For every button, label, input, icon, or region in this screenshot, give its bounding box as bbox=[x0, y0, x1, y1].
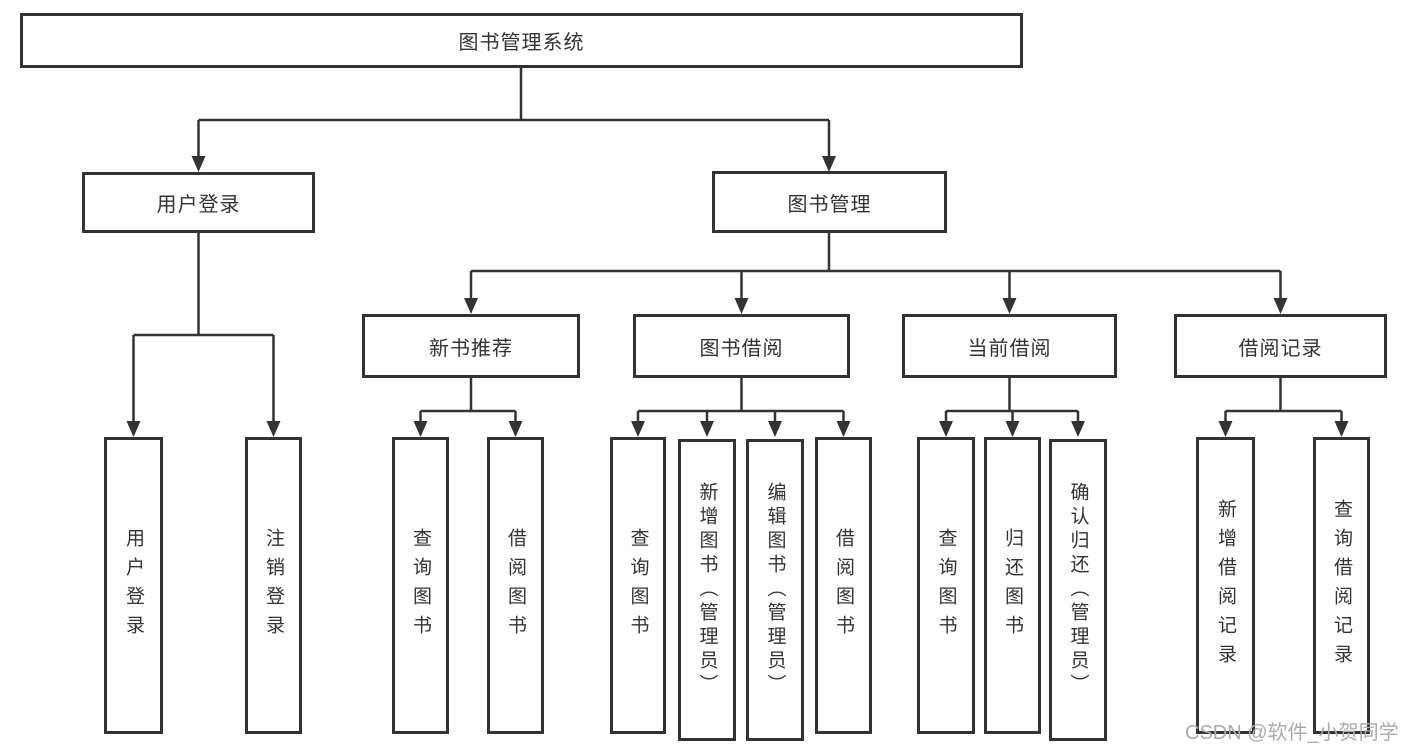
node-label: 借阅记录 bbox=[1238, 337, 1323, 360]
csdn-watermark: CSDN @软件_小贺同学 bbox=[1185, 722, 1399, 744]
node-label: 归还图书 bbox=[1002, 527, 1023, 644]
leaf-query-books-recommendation: 查询图书 bbox=[392, 437, 449, 734]
node-book-borrowing: 图书借阅 bbox=[633, 314, 850, 378]
node-label: 注销登录 bbox=[263, 527, 284, 644]
leaf-confirm-return-admin: 确认归还（管理员） bbox=[1049, 439, 1107, 741]
node-label: 当前借阅 bbox=[967, 337, 1052, 360]
leaf-borrow-books-recommendation: 借阅图书 bbox=[487, 437, 544, 734]
node-label: 编辑图书（管理员） bbox=[764, 482, 786, 698]
node-label: 用户登录 bbox=[123, 527, 144, 644]
node-label: 查询借阅记录 bbox=[1331, 498, 1352, 673]
node-label: 新增图书（管理员） bbox=[696, 482, 718, 698]
node-label: 用户登录 bbox=[156, 194, 241, 216]
node-label: 确认归还（管理员） bbox=[1067, 482, 1089, 698]
node-label: 图书借阅 bbox=[699, 337, 784, 360]
leaf-add-books-admin: 新增图书（管理员） bbox=[678, 439, 736, 741]
leaf-query-borrowing-record: 查询借阅记录 bbox=[1313, 437, 1370, 734]
leaf-query-books-borrowing: 查询图书 bbox=[610, 437, 666, 734]
node-label: 借阅图书 bbox=[505, 527, 526, 644]
node-user-login: 用户登录 bbox=[82, 172, 315, 233]
leaf-borrow-books-borrowing: 借阅图书 bbox=[815, 437, 872, 734]
leaf-query-books-current: 查询图书 bbox=[917, 437, 975, 734]
node-label: 图书管理 bbox=[787, 193, 872, 216]
leaf-add-borrowing-record: 新增借阅记录 bbox=[1196, 437, 1255, 734]
node-label: 查询图书 bbox=[935, 527, 957, 644]
node-current-borrowing: 当前借阅 bbox=[902, 314, 1117, 378]
leaf-logout: 注销登录 bbox=[245, 437, 302, 734]
node-label: 借阅图书 bbox=[833, 527, 854, 644]
node-label: 新增借阅记录 bbox=[1215, 498, 1236, 673]
node-borrowing-records: 借阅记录 bbox=[1174, 314, 1387, 378]
node-new-book-recommendation: 新书推荐 bbox=[362, 314, 580, 378]
leaf-edit-books-admin: 编辑图书（管理员） bbox=[746, 439, 804, 741]
leaf-return-books: 归还图书 bbox=[984, 437, 1041, 734]
node-library-management-system: 图书管理系统 bbox=[20, 13, 1023, 68]
node-label: 新书推荐 bbox=[429, 337, 513, 360]
node-label: 图书管理系统 bbox=[458, 32, 585, 54]
leaf-user-login: 用户登录 bbox=[104, 437, 163, 734]
node-book-management: 图书管理 bbox=[712, 171, 947, 233]
node-label: 查询图书 bbox=[627, 527, 649, 644]
node-label: 查询图书 bbox=[410, 527, 431, 644]
arrowheads bbox=[126, 156, 1349, 437]
